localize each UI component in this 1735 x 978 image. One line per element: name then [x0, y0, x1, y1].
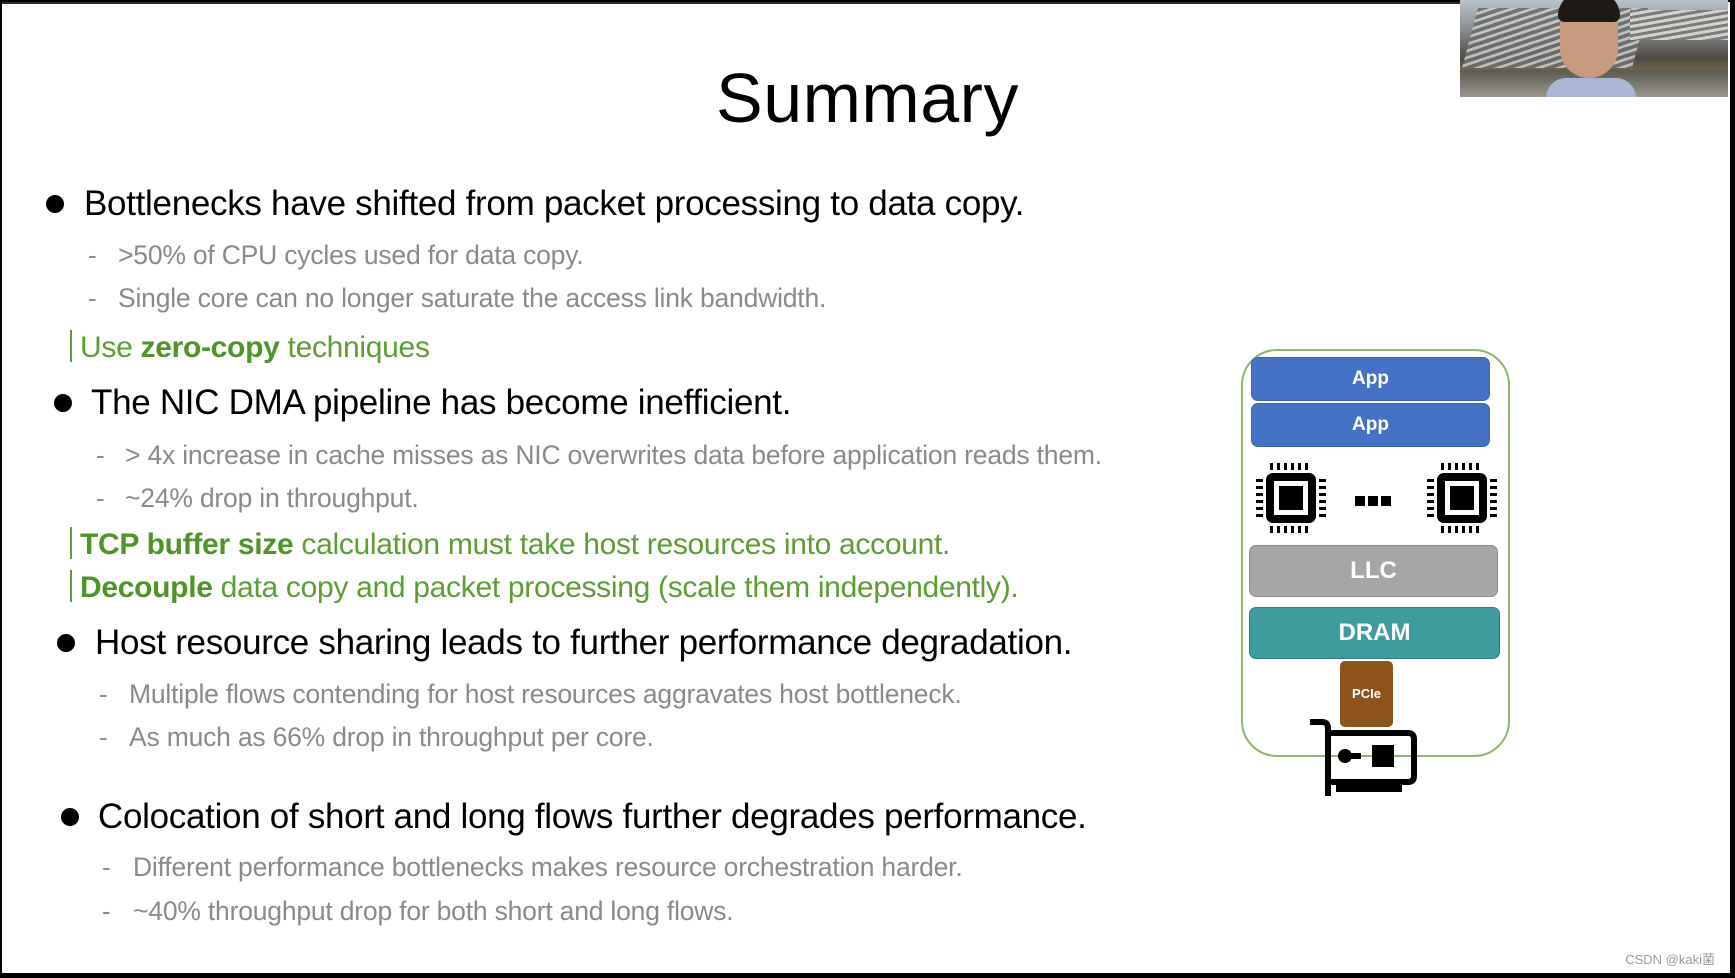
- takeaway: Decouple data copy and packet processing…: [70, 570, 1019, 605]
- pcie-block: PCIe: [1340, 661, 1393, 727]
- dash-icon: -: [96, 483, 105, 513]
- speaker-webcam-video: [1460, 0, 1728, 97]
- dash-icon: -: [96, 440, 105, 470]
- dash-icon: -: [102, 852, 111, 882]
- sub-bullet: Different performance bottlenecks makes …: [133, 852, 963, 882]
- app-block-1: App: [1251, 357, 1490, 401]
- bullet-icon: [57, 634, 75, 652]
- sub-bullet: Single core can no longer saturate the a…: [118, 283, 827, 313]
- bullet-icon: [46, 195, 64, 213]
- bullet-2: The NIC DMA pipeline has become ineffici…: [91, 383, 792, 422]
- sub-bullet: > 4x increase in cache misses as NIC ove…: [125, 440, 1102, 470]
- sub-bullet: ~24% drop in throughput.: [125, 483, 419, 513]
- sub-bullet: Multiple flows contending for host resou…: [129, 679, 962, 709]
- takeaway-bar: [70, 330, 72, 362]
- dash-icon: -: [102, 896, 111, 926]
- dash-icon: -: [99, 722, 108, 752]
- takeaway-bar: [70, 527, 72, 559]
- llc-block: LLC: [1249, 545, 1498, 597]
- cpu-chip-icon: [1256, 463, 1326, 533]
- sub-bullet: >50% of CPU cycles used for data copy.: [118, 240, 584, 270]
- ellipsis-icon: [1355, 493, 1394, 511]
- slide-title: Summary: [716, 59, 1019, 137]
- bullet-1: Bottlenecks have shifted from packet pro…: [84, 184, 1025, 223]
- sub-bullet: As much as 66% drop in throughput per co…: [129, 722, 654, 752]
- takeaway: TCP buffer size calculation must take ho…: [70, 527, 950, 562]
- takeaway: Use zero-copy techniques: [70, 330, 430, 365]
- watermark: CSDN @kaki菌: [1625, 952, 1715, 967]
- network-card-icon: [1310, 719, 1417, 796]
- bullet-3: Host resource sharing leads to further p…: [95, 623, 1073, 662]
- takeaway-bar: [70, 570, 72, 602]
- dash-icon: -: [88, 240, 97, 270]
- top-border: [2, 2, 1462, 4]
- bottom-border: [0, 973, 1735, 978]
- bullet-4: Colocation of short and long flows furth…: [98, 797, 1087, 836]
- dash-icon: -: [99, 679, 108, 709]
- app-block-2: App: [1251, 403, 1490, 447]
- bullet-icon: [61, 808, 79, 826]
- sub-bullet: ~40% throughput drop for both short and …: [133, 896, 734, 926]
- dram-block: DRAM: [1249, 607, 1500, 659]
- dash-icon: -: [88, 283, 97, 313]
- bullet-icon: [54, 394, 72, 412]
- cpu-chip-icon: [1427, 463, 1497, 533]
